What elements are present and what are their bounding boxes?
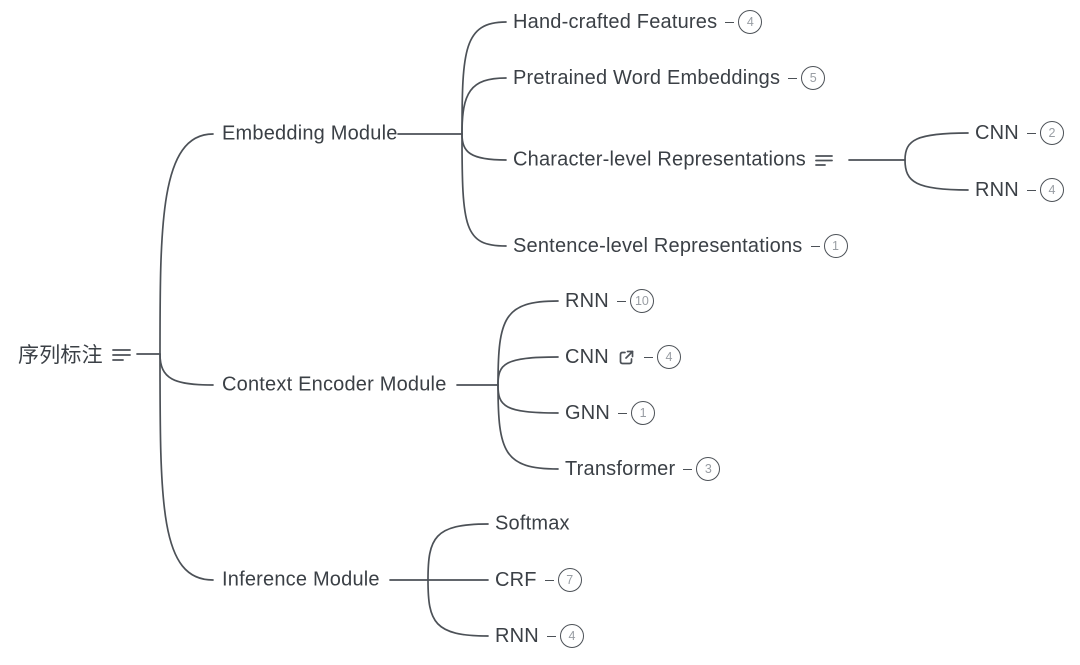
topic-inf-crf[interactable]: CRF 7 <box>495 568 582 592</box>
connector-charlevel-cnn <box>904 132 969 161</box>
connector-root-context <box>159 353 214 386</box>
topic-root[interactable]: 序列标注 <box>18 339 132 369</box>
topic-label: Inference Module <box>222 568 380 591</box>
topic-pretrained-word-embeddings[interactable]: Pretrained Word Embeddings 5 <box>513 66 826 90</box>
connector-context-rnn <box>497 300 559 386</box>
connector-embedding-handcrafted <box>461 21 507 135</box>
topic-label: Transformer <box>565 457 676 480</box>
badge-dash <box>1026 132 1036 134</box>
notes-icon[interactable] <box>814 152 834 168</box>
notes-icon[interactable] <box>111 346 132 363</box>
count-badge[interactable]: 1 <box>823 234 848 258</box>
connector-context-gnn <box>497 384 559 414</box>
topic-label: Softmax <box>495 512 570 535</box>
count-badge[interactable]: 3 <box>696 457 721 481</box>
topic-ctx-rnn[interactable]: RNN 10 <box>565 289 654 313</box>
connector-embedding-pretrained <box>461 77 507 135</box>
badge-dash <box>618 412 628 414</box>
topic-embedding-module[interactable]: Embedding Module <box>222 123 398 146</box>
connector-embedding-sentlevel <box>461 133 507 247</box>
topic-label: RNN <box>565 289 609 312</box>
topic-label: CRF <box>495 568 537 591</box>
count-badge[interactable]: 5 <box>801 66 826 90</box>
badge-dash <box>616 300 626 302</box>
topic-label: 序列标注 <box>18 344 103 367</box>
topic-label: CNN <box>565 345 609 368</box>
connector-inference-softmax <box>427 523 489 581</box>
topic-label: Pretrained Word Embeddings <box>513 66 781 89</box>
connector-root-embedding <box>159 133 214 355</box>
topic-label: Hand-crafted Features <box>513 10 718 33</box>
topic-ctx-cnn[interactable]: CNN 4 <box>565 345 681 369</box>
topic-ctx-transformer[interactable]: Transformer 3 <box>565 457 721 481</box>
count-badge[interactable]: 10 <box>629 289 654 313</box>
topic-char-rnn[interactable]: RNN 4 <box>975 178 1064 202</box>
topic-inference-module[interactable]: Inference Module <box>222 569 380 592</box>
connector-root-inference <box>159 353 214 581</box>
topic-char-cnn[interactable]: CNN 2 <box>975 121 1064 145</box>
badge-dash <box>810 245 820 247</box>
topic-label: RNN <box>975 178 1019 201</box>
topic-sentence-level-representations[interactable]: Sentence-level Representations 1 <box>513 234 848 258</box>
connector-charlevel-rnn <box>904 159 969 191</box>
count-badge[interactable]: 4 <box>559 624 584 648</box>
badge-dash <box>788 77 798 79</box>
badge-dash <box>683 468 693 470</box>
badge-dash <box>1026 189 1036 191</box>
external-link-icon[interactable] <box>617 348 636 367</box>
topic-label: Character-level Representations <box>513 148 807 171</box>
badge-dash <box>544 579 554 581</box>
connector-context-cnn <box>497 356 559 386</box>
topic-label: Context Encoder Module <box>222 373 447 396</box>
connector-embedding-charlevel <box>461 133 507 161</box>
count-badge[interactable]: 4 <box>1039 178 1064 202</box>
topic-label: Sentence-level Representations <box>513 234 803 257</box>
topic-inf-softmax[interactable]: Softmax <box>495 513 570 536</box>
topic-hand-crafted-features[interactable]: Hand-crafted Features 4 <box>513 10 763 34</box>
topic-label: CNN <box>975 121 1019 144</box>
badge-dash <box>643 356 653 358</box>
connector-inference-rnn <box>427 579 489 637</box>
count-badge[interactable]: 1 <box>631 401 656 425</box>
topic-label: GNN <box>565 401 611 424</box>
topic-label: RNN <box>495 624 539 647</box>
badge-dash <box>546 635 556 637</box>
topic-ctx-gnn[interactable]: GNN 1 <box>565 401 656 425</box>
count-badge[interactable]: 7 <box>557 568 582 592</box>
topic-label: Embedding Module <box>222 122 398 145</box>
count-badge[interactable]: 4 <box>738 10 763 34</box>
topic-character-level-representations[interactable]: Character-level Representations <box>513 149 834 172</box>
topic-inf-rnn[interactable]: RNN 4 <box>495 624 584 648</box>
topic-context-encoder-module[interactable]: Context Encoder Module <box>222 374 447 397</box>
badge-dash <box>725 21 735 23</box>
count-badge[interactable]: 4 <box>656 345 681 369</box>
connector-context-transformer <box>497 384 559 470</box>
count-badge[interactable]: 2 <box>1039 121 1064 145</box>
